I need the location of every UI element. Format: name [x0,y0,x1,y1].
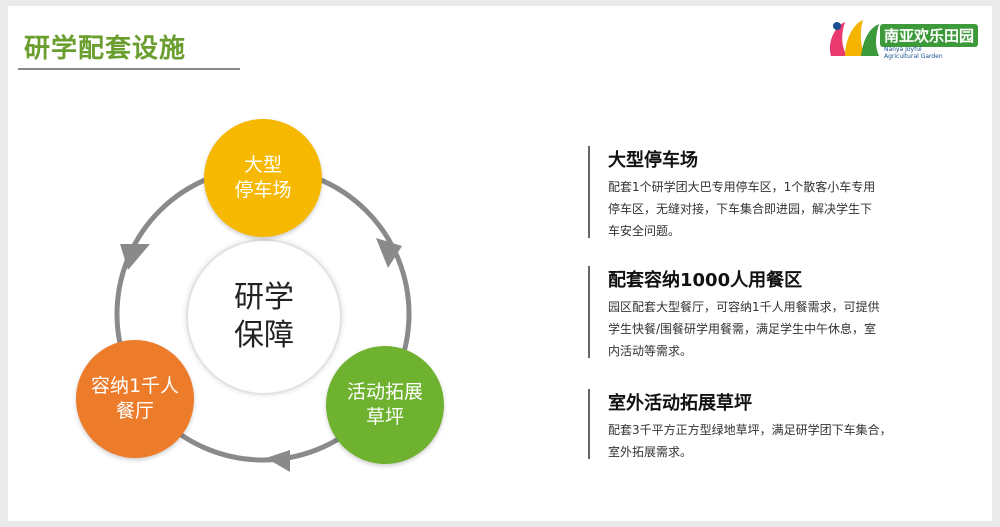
section-line: 园区配套大型餐厅，可容纳1千人用餐需求，可提供 [608,300,880,314]
page-title: 研学配套设施 [24,34,187,64]
section-divider [588,389,590,459]
node-restaurant: 容纳1千人 餐厅 [76,340,194,458]
section-heading: 室外活动拓展草坪 [608,393,752,414]
logo-text: 南亚欢乐田园 [880,24,979,47]
node-lawn: 活动拓展 草坪 [326,346,444,464]
arrow-head-left [120,244,150,270]
section-body: 配套3千平方正方型绿地草坪，满足研学团下车集合， 室外拓展需求。 [608,419,928,463]
node-parking-line1: 大型 [243,154,282,176]
center-circle: 研学 保障 [186,239,342,395]
section-line: 停车区，无缝对接，下车集合即进园，解决学生下 [608,202,873,216]
center-label-line2: 保障 [234,318,294,353]
logo-icon [829,20,879,56]
arrow-head-right [376,238,402,268]
section-line: 学生快餐/围餐研学用餐需，满足学生中午休息，室 [608,322,877,336]
logo-subtitle-line2: Agricultural Garden [884,53,943,60]
section-heading: 配套容纳1000人用餐区 [608,270,803,291]
node-parking-label: 大型 停车场 [213,153,313,203]
section-divider [588,146,590,238]
section-body: 园区配套大型餐厅，可容纳1千人用餐需求，可提供 学生快餐/围餐研学用餐需，满足学… [608,296,928,362]
section-line: 配套1个研学团大巴专用停车区，1个散客小车专用 [608,180,876,194]
center-label: 研学 保障 [219,279,309,355]
section-line: 室外拓展需求。 [608,445,693,459]
node-parking-line2: 停车场 [234,179,292,201]
section-heading: 大型停车场 [608,150,698,171]
title-underline [18,68,240,70]
node-parking: 大型 停车场 [204,119,322,237]
node-lawn-line2: 草坪 [365,406,404,428]
section-body: 配套1个研学团大巴专用停车区，1个散客小车专用 停车区，无缝对接，下车集合即进园… [608,176,928,242]
section-line: 配套3千平方正方型绿地草坪，满足研学团下车集合， [608,423,892,437]
node-restaurant-line2: 餐厅 [115,400,154,422]
section-divider [588,266,590,358]
logo-subtitle: Nanya Joyful Agricultural Garden [884,46,943,60]
section-line: 车安全问题。 [608,224,681,238]
node-lawn-line1: 活动拓展 [346,381,423,403]
slide: 研学配套设施 南亚欢乐田园 Nanya Joyful Agricultural … [8,6,992,521]
node-restaurant-label: 容纳1千人 餐厅 [85,374,185,424]
node-lawn-label: 活动拓展 草坪 [335,380,435,430]
logo-subtitle-line1: Nanya Joyful [884,46,922,53]
center-label-line1: 研学 [234,280,294,315]
arrow-head-bottom [266,450,290,472]
node-restaurant-line1: 容纳1千人 [90,375,180,397]
section-line: 内活动等需求。 [608,344,693,358]
